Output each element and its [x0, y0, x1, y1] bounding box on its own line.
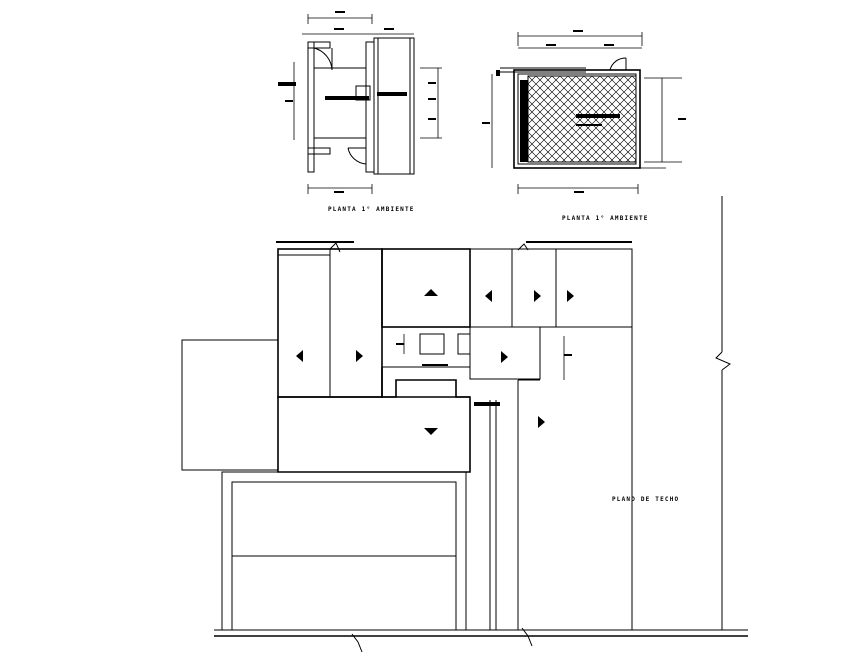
- detail-plan-left: PLANTA 1° AMBIENTE: [278, 11, 442, 213]
- detail-plan-right: PLANTA 1° AMBIENTE: [482, 30, 686, 222]
- site-plan-caption: PLANO DE TECHO: [612, 496, 679, 503]
- dimension-top-left: [307, 11, 373, 24]
- detail-left-caption: PLANTA 1° AMBIENTE: [328, 206, 415, 213]
- main-site-plan: PLANO DE TECHO: [181, 196, 748, 653]
- detail-right-caption: PLANTA 1° AMBIENTE: [562, 215, 649, 222]
